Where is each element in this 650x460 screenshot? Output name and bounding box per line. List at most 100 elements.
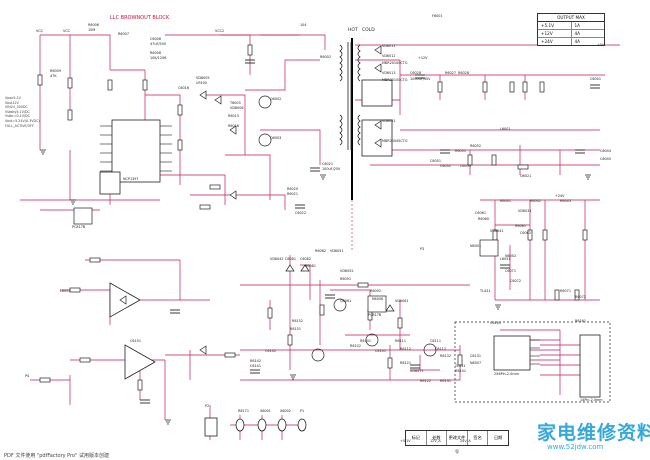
part-label: C6081 <box>285 257 296 261</box>
part-label: C6112 <box>435 347 446 351</box>
output-row: +12V 4A <box>538 30 604 38</box>
part-label: UF400 <box>196 81 207 85</box>
part-label: +24V <box>555 194 565 198</box>
part-label: +12V <box>418 56 428 60</box>
part-label: VD6042 <box>270 257 284 261</box>
part-label: L6051 <box>500 257 511 261</box>
part-label: C6045 <box>600 157 611 161</box>
part-label: R6008 <box>150 51 161 55</box>
part-label: R6081 <box>305 264 316 268</box>
part-label: C6052 <box>440 164 451 168</box>
pdf-footer: PDF 文件使用 "pdfFactory Pro" 试用版本创建 <box>4 453 110 459</box>
part-label: N6006 <box>372 297 384 301</box>
part-label: R6112 <box>400 347 411 351</box>
part-label: R6041 <box>500 199 511 203</box>
part-label: 10M <box>88 28 96 32</box>
part-label: X6001 <box>260 409 271 413</box>
part-label: C6062 <box>520 231 531 235</box>
part-label: R6007 <box>118 32 129 36</box>
part-label: VD6021 <box>382 119 396 123</box>
ic-label-connector: 14Pin-2.0mm <box>580 398 603 402</box>
part-label: R6161 <box>575 319 586 323</box>
part-label: 47K <box>50 74 57 78</box>
part-label: R6042 <box>530 199 541 203</box>
part-label: F6001 <box>432 14 443 18</box>
part-label: R6122 <box>420 379 431 383</box>
part-label: +5V <box>597 43 605 47</box>
part-label: P1 <box>300 409 305 413</box>
part-label: T6003 <box>230 101 241 105</box>
part-label: R6092 <box>370 289 381 293</box>
part-label: C6053 <box>460 164 471 168</box>
part-label: 24V_A <box>460 439 471 443</box>
part-label: R6131 <box>440 379 451 383</box>
part-label: MBR20100CTG <box>382 78 408 82</box>
ic-label-header: 2X6Pin-2.0mm <box>494 372 519 376</box>
part-label: R6020 <box>287 187 298 191</box>
part-label: VCC <box>36 29 44 33</box>
watermark-text: 家电维修资料网 <box>537 422 650 444</box>
llc-block-title: LLC BROWNOUT BLOCK <box>110 15 170 21</box>
part-label: VD6006 <box>230 106 244 110</box>
ic-label-ncp1397: NCP1397 <box>123 177 139 181</box>
part-label: 1000uF/35V <box>410 77 431 81</box>
part-label: R6152 <box>292 319 303 323</box>
output-table-header: OUTPUT MAX <box>538 14 604 22</box>
part-label: C6101 <box>375 349 386 353</box>
part-label: R6016 <box>228 124 239 128</box>
part-label: VCC2 <box>215 29 225 33</box>
part-label: Q6003 <box>270 136 282 140</box>
part-label: R6171 <box>238 409 249 413</box>
part-label: R6111 <box>395 339 406 343</box>
part-label: R6043 <box>560 199 571 203</box>
part-label: C6072 <box>510 279 521 283</box>
part-label: C6041 <box>590 77 601 81</box>
part-label: L6001 <box>500 127 511 131</box>
part-label: VCC <box>63 29 71 33</box>
part-label: C6142 <box>265 349 276 353</box>
part-label: N6007 <box>470 361 482 365</box>
part-label: Q6002 <box>270 97 282 101</box>
part-label: VD6071 <box>410 369 424 373</box>
part-label: C6082 <box>300 257 311 261</box>
part-label: C6151 <box>130 339 141 343</box>
ic-label-tl431: TL431 <box>480 289 491 293</box>
part-label: L6003 <box>60 289 71 293</box>
part-label: VD6061 <box>395 299 409 303</box>
part-label: C6016 <box>178 86 189 90</box>
part-label: VD6011 <box>382 44 396 48</box>
part-label: R6132 <box>440 354 451 358</box>
part-label: 104 <box>300 23 307 27</box>
revision-title-block: 标记 处数 更改文件号 签名 日期 <box>405 430 509 454</box>
part-label: VD6005 <box>196 76 210 80</box>
part-label: VD6013 <box>382 71 396 75</box>
part-label: R6102 <box>350 344 361 348</box>
left-notes: Vpwr5.1V Vout12V VIN24_30VDC Vstdby5.1V/… <box>5 96 40 128</box>
part-label: R6061 <box>515 224 526 228</box>
part-label: N6002 <box>505 254 517 258</box>
part-label: R6121 <box>400 361 411 365</box>
part-label: R6015 <box>228 114 239 118</box>
part-label: R6071 <box>560 289 571 293</box>
part-label: 47uF/50V <box>150 42 167 46</box>
part-label: R6141 <box>455 369 466 373</box>
part-label: 100uF/25V <box>322 167 341 171</box>
part-label: Q6021 <box>520 174 532 178</box>
part-label: C6061 <box>475 211 486 215</box>
part-label: VD6012 <box>382 54 396 58</box>
part-label: C6006 <box>150 37 161 41</box>
part-label: R6082 <box>315 249 326 253</box>
part-label: X6002 <box>280 409 291 413</box>
opamp-2 <box>124 344 156 380</box>
part-label: 12V_A <box>430 439 441 443</box>
part-label: R6027 <box>445 71 456 75</box>
part-label: R6052 <box>470 144 481 148</box>
part-label: C6028 <box>410 71 421 75</box>
part-label: C6111 <box>430 339 441 343</box>
part-label: MBR20045CTG <box>382 139 408 143</box>
part-label: C6044 <box>600 149 611 153</box>
part-label: Q6061 <box>340 299 352 303</box>
part-label: R6101 <box>360 339 371 343</box>
output-connector <box>579 334 601 398</box>
